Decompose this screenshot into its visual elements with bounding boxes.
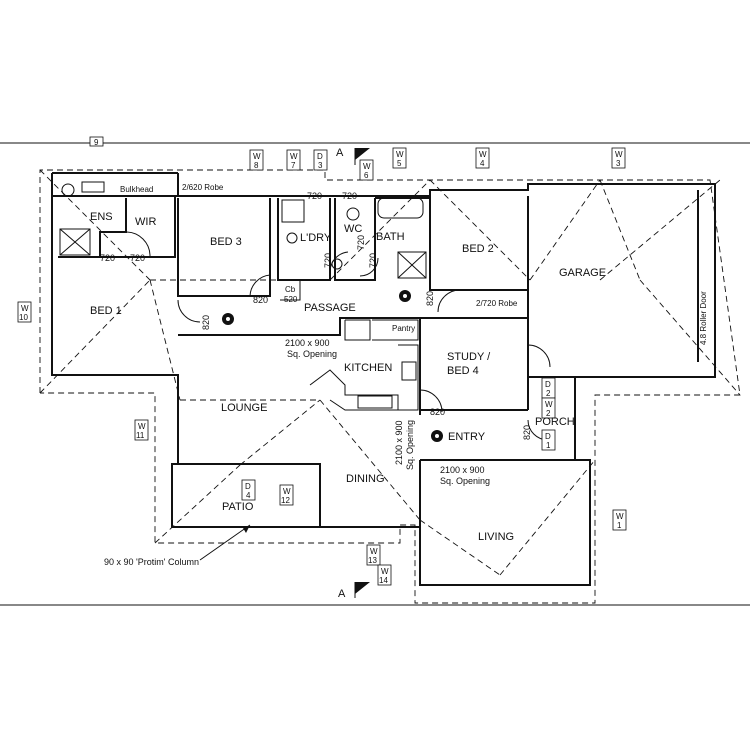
section-label-top: A [336, 147, 344, 159]
tag-d2a-number: 2 [546, 389, 551, 398]
label-patio: PATIO [222, 501, 254, 513]
tag-w10-letter: W [21, 304, 29, 313]
living-opening-type: Sq. Opening [440, 476, 490, 486]
tag-w3-letter: W [615, 150, 623, 159]
label-lounge: LOUNGE [221, 402, 267, 414]
opening-notes: 2100 x 900 Sq. Opening 2100 x 900 Sq. Op… [285, 338, 490, 486]
label-wir: WIR [135, 216, 156, 228]
tag-w11-number: 11 [136, 431, 145, 440]
tag-w13-letter: W [370, 547, 378, 556]
window-tags: W 8 W 7 D 3 W 6 W 5 W 4 W 3 9 W 10 W 11 … [17, 136, 627, 586]
tag-d1-letter: D [545, 432, 551, 441]
tag-w11-letter: W [138, 422, 146, 431]
tag-d4-letter: D [245, 482, 251, 491]
living-opening-size: 2100 x 900 [440, 465, 485, 475]
dining-opening-size: 2100 x 900 [394, 420, 404, 465]
kitchen-opening-size: 2100 x 900 [285, 338, 330, 348]
tag-d4-number: 4 [246, 491, 251, 500]
dim-bed2-door: 820 [425, 291, 435, 306]
tag-w4-number: 4 [480, 159, 485, 168]
label-cb: Cb [285, 285, 296, 294]
label-robe-bed2: 2/720 Robe [476, 299, 518, 308]
label-living: LIVING [478, 531, 514, 543]
dining-opening-type: Sq. Opening [405, 420, 415, 470]
label-ens: ENS [90, 211, 113, 223]
tag-w14-letter: W [381, 567, 389, 576]
tag-w10-number: 10 [19, 313, 28, 322]
section-label-bottom: A [338, 588, 346, 600]
tag-w1-number: 1 [617, 521, 622, 530]
tag-w12-number: 12 [281, 496, 290, 505]
tag-w12-letter: W [283, 487, 291, 496]
label-dining: DINING [346, 473, 385, 485]
label-bed3: BED 3 [210, 236, 242, 248]
dim-ldry-side: 720 [323, 253, 333, 268]
section-marker-bottom [354, 582, 370, 598]
smoke-detectors [222, 290, 443, 442]
label-roller-door: 4.8 Roller Door [699, 291, 708, 345]
label-bed4: BED 4 [447, 365, 479, 377]
label-entry: ENTRY [448, 431, 486, 443]
label-bath: BATH [376, 231, 405, 243]
label-porch: PORCH [535, 416, 575, 428]
tag-w9-number: 9 [94, 138, 99, 147]
dim-cb-door: 520 [284, 295, 298, 304]
label-kitchen: KITCHEN [344, 362, 392, 374]
column-callout [199, 524, 251, 561]
door-dimensions: 720 720 720 720 720 720 720 820 520 820 … [100, 191, 532, 440]
tag-w2-letter: W [545, 400, 553, 409]
label-pantry: Pantry [392, 324, 415, 333]
tag-w5-number: 5 [397, 159, 402, 168]
dim-bath-side: 720 [368, 253, 378, 268]
label-garage: GARAGE [559, 267, 606, 279]
tag-d3-number: 3 [318, 161, 323, 170]
label-bed1: BED 1 [90, 305, 122, 317]
dim-bed3-door: 820 [253, 295, 268, 305]
tag-w7-number: 7 [291, 161, 296, 170]
tag-w3-number: 3 [616, 159, 621, 168]
dim-wc-side: 720 [356, 235, 366, 250]
tag-w8-letter: W [253, 152, 261, 161]
dim-study-door: 820 [430, 407, 445, 417]
tag-w5-letter: W [396, 150, 404, 159]
tag-w6-letter: W [363, 162, 371, 171]
tag-w8-number: 8 [254, 161, 259, 170]
label-bed2: BED 2 [462, 243, 494, 255]
tag-w14-number: 14 [379, 576, 388, 585]
section-marker-top [354, 148, 370, 165]
tag-w2-number: 2 [546, 409, 551, 418]
tag-w13-number: 13 [368, 556, 377, 565]
label-robe-bed3: 2/620 Robe [182, 183, 224, 192]
interior-walls [58, 196, 590, 527]
label-bulkhead: Bulkhead [120, 185, 153, 194]
tag-w7-letter: W [290, 152, 298, 161]
dim-porch-door: 820 [522, 425, 532, 440]
label-passage: PASSAGE [304, 302, 356, 314]
dim-bed1-door: 820 [201, 315, 211, 330]
room-labels: ENS WIR Bulkhead 2/620 Robe BED 3 L'DRY … [90, 183, 708, 543]
label-ldry: L'DRY [300, 232, 332, 244]
label-study: STUDY / [447, 351, 491, 363]
tag-w1-letter: W [616, 512, 624, 521]
dim-ens-door: 720 [100, 253, 115, 263]
tag-d3-letter: D [317, 152, 323, 161]
tag-w4-letter: W [479, 150, 487, 159]
dim-wir-door: 720 [130, 253, 145, 263]
tag-w6-number: 6 [364, 171, 369, 180]
kitchen-opening-type: Sq. Opening [287, 349, 337, 359]
drawing-frame [0, 142, 750, 606]
dim-ldry-top: 720 [307, 191, 322, 201]
column-note: 90 x 90 'Protim' Column [104, 557, 199, 567]
dim-wc-top: 720 [342, 191, 357, 201]
label-wc: WC [344, 223, 362, 235]
tag-d2a-letter: D [545, 380, 551, 389]
roof-outline [39, 169, 741, 604]
tag-d1-number: 1 [546, 441, 551, 450]
